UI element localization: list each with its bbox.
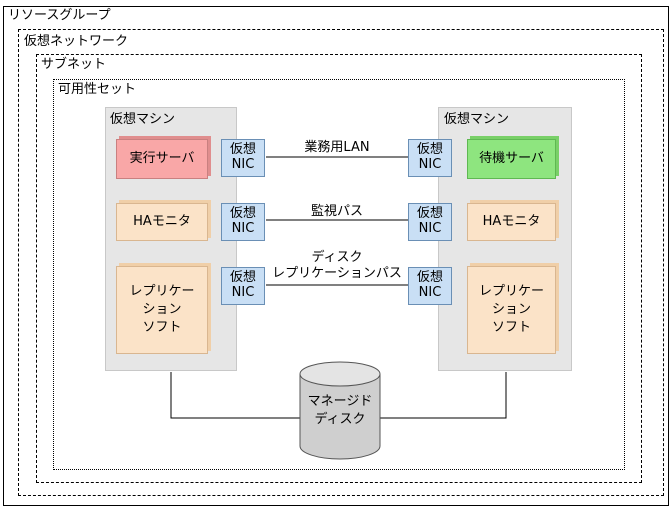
availability-set-frame xyxy=(53,79,625,470)
left-nic-3: 仮想 NIC xyxy=(221,267,265,305)
availability-set-label: 可用性セット xyxy=(58,82,137,97)
right-nic-2: 仮想 NIC xyxy=(408,203,452,241)
vm-left-title: 仮想マシン xyxy=(110,112,176,127)
nic-label-line1: 仮想 xyxy=(229,270,256,285)
standby-server-box: 待機サーバ xyxy=(467,139,556,179)
primary-server-box: 実行サーバ xyxy=(116,139,208,179)
nic-label-line2: NIC xyxy=(231,157,255,172)
nic-label-line2: NIC xyxy=(418,221,442,236)
subnet-frame xyxy=(36,54,642,483)
right-replication-label: レプリケー ション ソフト xyxy=(478,284,544,335)
right-replication-box: レプリケー ション ソフト xyxy=(467,266,556,354)
nic-label-line2: NIC xyxy=(418,285,442,300)
right-ha-monitor-box: HAモニタ xyxy=(467,203,556,241)
vm-right-title: 仮想マシン xyxy=(444,112,510,127)
resource-group-label: リソースグループ xyxy=(8,8,111,23)
primary-server-label: 実行サーバ xyxy=(129,151,195,166)
nic-label-line2: NIC xyxy=(418,157,442,172)
left-disk-line xyxy=(170,372,300,419)
replication-path-label: ディスク レプリケーションパス xyxy=(272,250,402,281)
nic-label-line1: 仮想 xyxy=(229,206,256,221)
nic-label-line1: 仮想 xyxy=(416,142,443,157)
virtual-network-frame xyxy=(18,29,664,496)
standby-server-label: 待機サーバ xyxy=(479,151,544,166)
left-replication-box: レプリケー ション ソフト xyxy=(116,266,208,354)
nic-label-line1: 仮想 xyxy=(416,270,443,285)
nic-label-line1: 仮想 xyxy=(416,206,443,221)
left-nic-2: 仮想 NIC xyxy=(221,203,265,241)
business-lan-label: 業務用LAN xyxy=(304,140,370,155)
nic-label-line1: 仮想 xyxy=(229,142,256,157)
right-ha-monitor-label: HAモニタ xyxy=(482,214,541,229)
right-nic-1: 仮想 NIC xyxy=(408,139,452,177)
left-ha-monitor-label: HAモニタ xyxy=(133,214,191,229)
nic-label-line2: NIC xyxy=(231,285,255,300)
right-disk-line xyxy=(380,372,507,419)
virtual-network-label: 仮想ネットワーク xyxy=(24,34,129,49)
left-replication-label: レプリケー ション ソフト xyxy=(129,284,195,335)
managed-disk-label: マネージド ディスク xyxy=(307,394,373,427)
monitoring-path-label: 監視パス xyxy=(310,204,363,219)
managed-disk-icon xyxy=(299,361,381,460)
resource-group-frame xyxy=(3,6,669,506)
left-nic-1: 仮想 NIC xyxy=(221,139,265,177)
subnet-label: サブネット xyxy=(41,57,107,72)
right-nic-3: 仮想 NIC xyxy=(408,267,452,305)
left-ha-monitor-box: HAモニタ xyxy=(116,203,208,241)
nic-label-line2: NIC xyxy=(231,221,255,236)
